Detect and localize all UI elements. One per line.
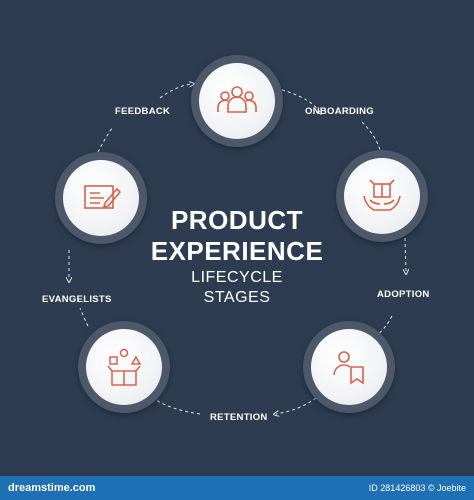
stage-circle (311, 329, 387, 405)
stage-circle (199, 63, 275, 139)
subtitle-line-2: STAGES (203, 289, 271, 306)
team-icon (217, 86, 257, 113)
image-id-text: ID 281426803 © Joebite (368, 483, 466, 493)
title-line-2: EXPERIENCE (150, 236, 324, 266)
stage-label-feedback: FEEDBACK (115, 106, 171, 117)
watermark-text: dreamstime.com (8, 482, 96, 494)
stage-circle (344, 158, 420, 234)
stage-node-feedback (55, 152, 147, 244)
stage-node-evangelists (78, 321, 170, 413)
stage-circle (63, 160, 139, 236)
arrow-top-in (159, 84, 192, 99)
stage-label-evangelists: EVANGELISTS (42, 294, 112, 305)
open-box-shapes-icon (107, 348, 142, 386)
arrow-evangelists-out (79, 307, 89, 327)
stage-label-onboarding: ONBOARDING (305, 106, 374, 117)
arrow-onboarding (281, 89, 320, 112)
footer-bar: dreamstime.com ID 281426803 © Joebite (0, 476, 474, 500)
stage-circle (86, 329, 162, 405)
stage-node-retention (303, 321, 395, 413)
subtitle-line-1: LIFECYCLE (191, 269, 283, 286)
stage-label-adoption: ADOPTION (377, 289, 430, 300)
arrow-adoption-out (405, 237, 406, 272)
arrow-retention-out (276, 397, 317, 414)
form-pencil-icon (84, 185, 122, 209)
stage-node-adoption (336, 150, 428, 242)
arrow-evangelists-in (155, 399, 201, 415)
arrow-feedback-out (97, 127, 113, 153)
title-line-1: PRODUCT (170, 205, 304, 235)
user-bookmark-icon (333, 351, 364, 385)
arrow-adoption-in (361, 121, 381, 151)
stage-label-retention: RETENTION (210, 412, 268, 423)
arrow-retention-in (375, 315, 393, 337)
stage-node-onboarding (191, 55, 283, 147)
center-subtitle: LIFECYCLE STAGES (117, 268, 357, 308)
center-title: PRODUCT EXPERIENCE (117, 205, 357, 267)
gift-hands-icon (363, 179, 401, 211)
